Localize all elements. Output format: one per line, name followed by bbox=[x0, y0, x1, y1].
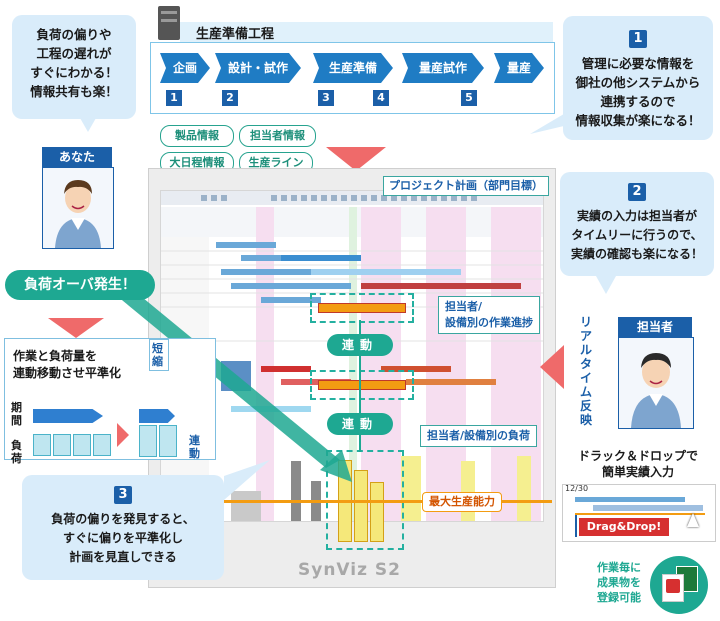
progress-label-line: 担当者/ bbox=[445, 300, 483, 313]
point2-number: 2 bbox=[628, 183, 646, 201]
step-mass-production: 量産 bbox=[494, 53, 544, 83]
red-right-arrow bbox=[117, 423, 129, 447]
smoothing-title-line: 連動移動させ平準化 bbox=[13, 366, 122, 380]
step-planning: 企画 bbox=[160, 53, 210, 83]
step-mass-trial: 量産試作 bbox=[402, 53, 484, 83]
top-left-bubble: 負荷の偏りや 工程の遅れが すぐにわかる！ 情報共有も楽！ bbox=[12, 15, 136, 119]
file-note-line: 作業毎に bbox=[597, 561, 641, 574]
link-line bbox=[359, 320, 361, 452]
point3-line: 計画を見直しできる bbox=[69, 550, 177, 564]
link-label: 連動 bbox=[189, 434, 200, 460]
load-highlight-box bbox=[310, 370, 414, 400]
progress-highlight-box bbox=[310, 293, 414, 323]
server-icon bbox=[158, 6, 180, 40]
smoothing-panel: 作業と負荷量を 連動移動させ平準化 期間 負荷 短縮 連動 bbox=[4, 338, 216, 465]
staff-figure bbox=[618, 337, 694, 429]
gantt-inner bbox=[160, 190, 544, 522]
dnd-title: ドラック＆ドロップで 簡単実績入力 bbox=[560, 448, 716, 480]
point3-line: すぐに偏りを平準化し bbox=[62, 531, 183, 545]
teal-diagonal-arrow bbox=[100, 274, 352, 482]
progress-label-line: 設備別の作業進捗 bbox=[445, 316, 533, 329]
point1-line: 御社の他システムから bbox=[575, 75, 701, 90]
process-title-bar bbox=[180, 22, 553, 42]
point2-line: タイムリーに行うので、 bbox=[571, 228, 703, 242]
point1-bubble: 1 管理に必要な情報を 御社の他システムから 連携するので 情報収集が楽になる！ bbox=[563, 16, 713, 140]
file-note: 作業毎に 成果物を 登録可能 bbox=[588, 560, 650, 605]
max-capacity-line bbox=[222, 500, 422, 503]
point2-line: 実績の確認も楽になる！ bbox=[570, 247, 703, 261]
max-capacity-label: 最大生産能力 bbox=[422, 492, 502, 512]
point2-tail bbox=[596, 276, 616, 294]
project-plan-label: プロジェクト計画（部門目標） bbox=[383, 176, 549, 196]
period-arrow bbox=[33, 409, 103, 423]
marker-3: 3 bbox=[318, 90, 334, 106]
tag-staff-info: 担当者情報 bbox=[239, 125, 316, 147]
dnd-date: 12/30 bbox=[565, 484, 589, 493]
bubble-line: 情報共有も楽！ bbox=[30, 84, 118, 99]
overload-red-arrow bbox=[48, 318, 104, 338]
bubble-line: 工程の遅れが bbox=[36, 46, 112, 61]
marker-2: 2 bbox=[222, 90, 238, 106]
link-pill-top: 連動 bbox=[327, 334, 393, 356]
dnd-title-line: ドラック＆ドロップで bbox=[577, 449, 698, 463]
you-figure bbox=[42, 167, 114, 249]
staff-label: 担当者 bbox=[618, 317, 692, 337]
stacked-blocks bbox=[139, 425, 179, 457]
file-note-line: 登録可能 bbox=[597, 591, 641, 604]
bubble-line: すぐにわかる！ bbox=[30, 65, 118, 80]
point2-line: 実績の入力は担当者が bbox=[576, 209, 697, 223]
process-title: 生産準備工程 bbox=[196, 27, 275, 42]
overload-banner: 負荷オーバ発生！ bbox=[5, 270, 155, 300]
you-label: あなた bbox=[42, 147, 112, 167]
point1-line: 情報収集が楽になる！ bbox=[575, 113, 701, 128]
dnd-panel: 12/30 Drag&Drop! bbox=[562, 484, 716, 542]
file-note-line: 成果物を bbox=[597, 576, 641, 589]
link-pill-bottom: 連動 bbox=[327, 413, 393, 435]
per-person-progress-label: 担当者/ 設備別の作業進捗 bbox=[438, 296, 540, 334]
bubble-line: 負荷の偏りや bbox=[36, 27, 112, 42]
marker-4: 4 bbox=[373, 90, 389, 106]
step-production-prep: 生産準備 bbox=[313, 53, 393, 83]
product-logo: SynViz S2 bbox=[298, 560, 401, 580]
worker-avatar-icon bbox=[631, 353, 681, 428]
drag-drop-button[interactable]: Drag&Drop! bbox=[579, 518, 669, 536]
point3-bubble: 3 負荷の偏りを発見すると、 すぐに偏りを平準化し 計画を見直しできる bbox=[22, 475, 224, 580]
marker-5: 5 bbox=[461, 90, 477, 106]
point1-number: 1 bbox=[629, 30, 647, 48]
step-design-prototype: 設計・試作 bbox=[215, 53, 301, 83]
shorten-label: 短縮 bbox=[149, 339, 169, 371]
red-down-arrow bbox=[326, 147, 386, 171]
bubble-tail bbox=[80, 118, 96, 132]
point3-number: 3 bbox=[114, 486, 132, 504]
max-capacity-line-right bbox=[498, 500, 552, 503]
short-arrow bbox=[139, 409, 175, 423]
tag-product-info: 製品情報 bbox=[160, 125, 234, 147]
per-person-load-label: 担当者/設備別の負荷 bbox=[420, 425, 538, 447]
left-red-arrow bbox=[540, 345, 564, 389]
cursor-icon bbox=[687, 513, 699, 527]
dnd-title-line: 簡単実績入力 bbox=[601, 465, 674, 479]
marker-1: 1 bbox=[166, 90, 182, 106]
period-label: 期間 bbox=[11, 401, 22, 427]
point1-line: 管理に必要な情報を bbox=[581, 56, 695, 71]
pdf-icon bbox=[662, 574, 684, 602]
load-label: 負荷 bbox=[11, 439, 22, 465]
worker-avatar-icon bbox=[55, 180, 101, 248]
pdf-excel-icon bbox=[650, 556, 708, 614]
point3-line: 負荷の偏りを発見すると、 bbox=[51, 512, 195, 526]
realtime-label: リアルタイム反映 bbox=[580, 315, 593, 427]
point1-line: 連携するので bbox=[600, 94, 676, 109]
load-blocks bbox=[33, 434, 113, 456]
smoothing-title-line: 作業と負荷量を bbox=[13, 349, 98, 363]
point2-bubble: 2 実績の入力は担当者が タイムリーに行うので、 実績の確認も楽になる！ bbox=[560, 172, 714, 276]
